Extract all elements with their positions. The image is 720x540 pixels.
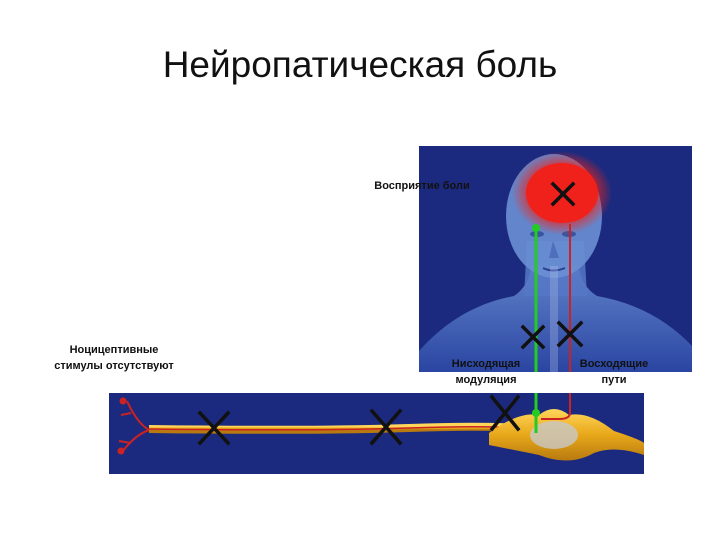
cross-mark-ascending bbox=[556, 320, 584, 348]
head-illustration bbox=[419, 151, 692, 372]
cross-mark-descending bbox=[520, 324, 546, 350]
cross-mark-brain bbox=[550, 181, 576, 207]
head-illustration-panel bbox=[419, 146, 692, 372]
nerve-illustration-panel bbox=[109, 393, 644, 474]
torso-silhouette bbox=[419, 266, 692, 372]
cross-mark-nerve-3 bbox=[489, 394, 521, 432]
label-ascending-pathways: Восходящие пути bbox=[579, 358, 649, 386]
label-nociceptive-stimuli-absent: Ноцицептивные стимулы отсутствуют bbox=[54, 344, 174, 372]
label-descending-modulation: Нисходящая модуляция bbox=[451, 358, 521, 386]
slide-title: Нейропатическая боль bbox=[162, 44, 558, 85]
cross-mark-nerve-2 bbox=[369, 408, 403, 446]
descending-path-origin bbox=[532, 224, 540, 232]
nerve-illustration bbox=[117, 393, 644, 461]
cross-mark-nerve-1 bbox=[197, 410, 231, 446]
label-pain-perception: Восприятие боли bbox=[374, 180, 470, 192]
